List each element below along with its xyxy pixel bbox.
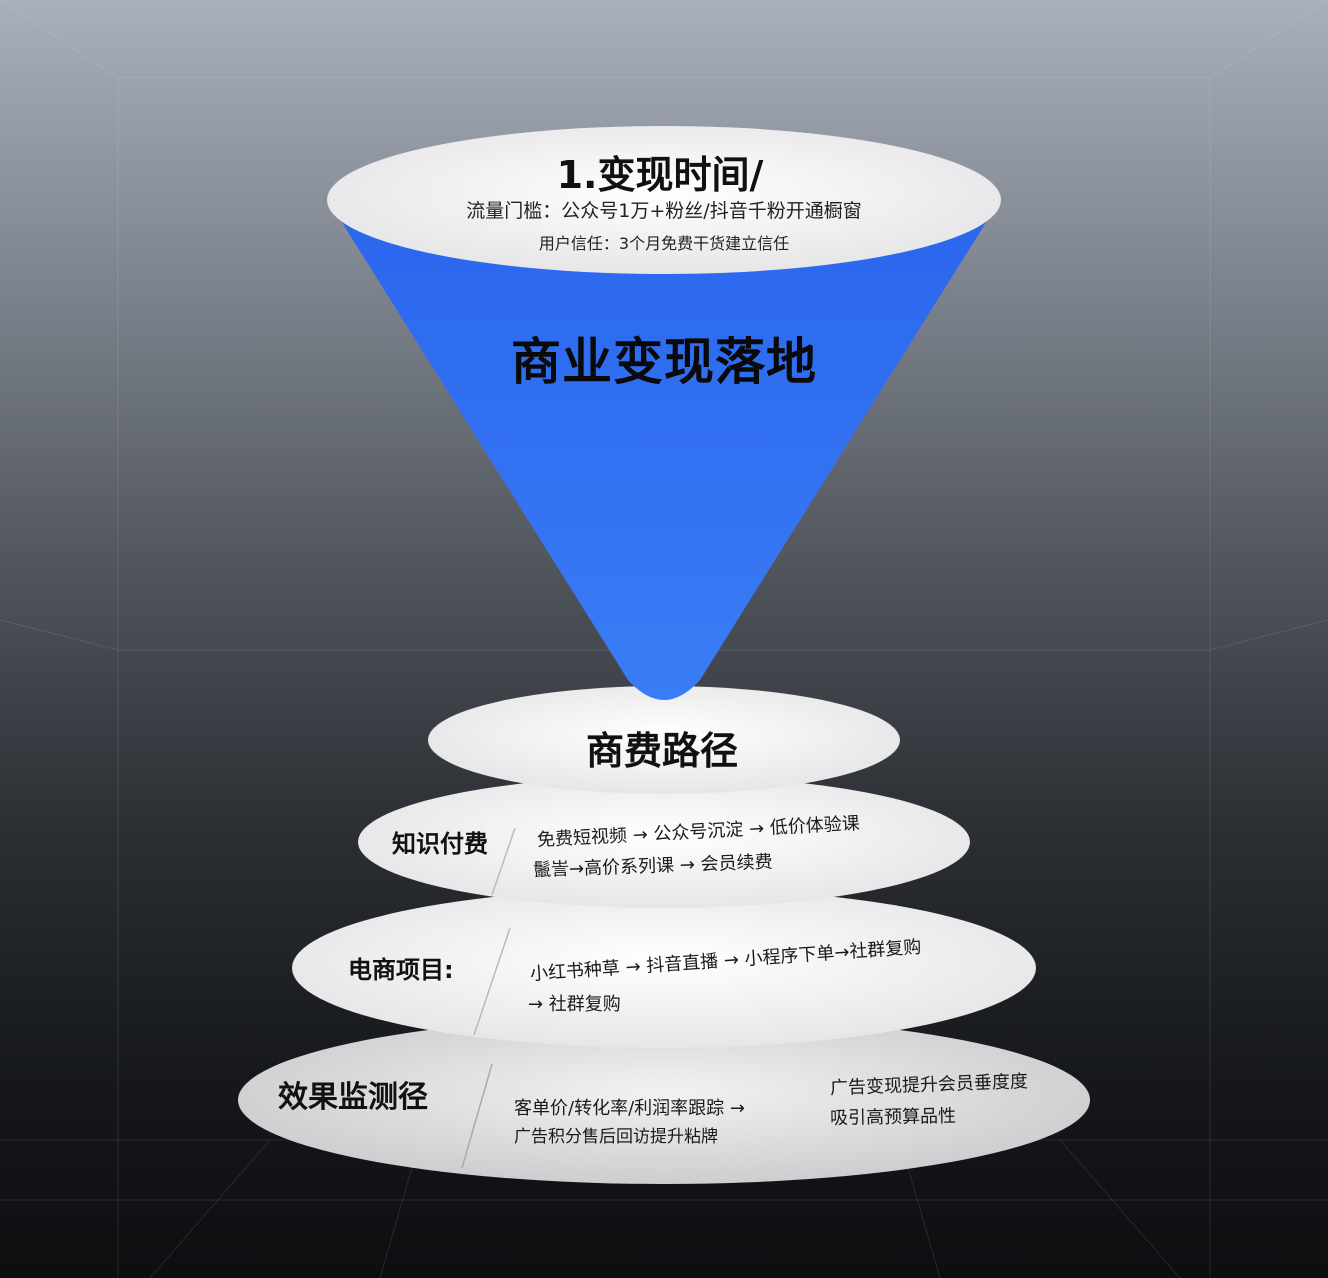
layer-2-line-2: → 社群复购 [528,994,621,1015]
layer-3-category: 效果监测径 [278,1080,428,1115]
top-title: 1.变现时间/ [556,153,764,197]
layer-3-line-1: 客单价/转化率/利润率跟踪 → [514,1098,745,1119]
layer-disc-1 [358,776,970,908]
funnel-top-disc [327,126,1001,274]
funnel-cone [328,200,1000,700]
top-line-1: 流量门槛：公众号1万+粉丝/抖音千粉开通橱窗 [466,200,862,222]
layer-2-category: 电商项目: [348,956,454,984]
layer-3-right-2: 吸引高预算品性 [829,1105,957,1129]
layer-1-divider [491,827,516,896]
layer-1-category: 知识付费 [392,830,488,858]
path-disc [428,686,900,794]
layer-3-divider [461,1063,493,1169]
top-line-2: 用户信任：3个月免费干货建立信任 [538,234,790,253]
layer-disc-2 [292,888,1036,1048]
funnel-label: 商业变现落地 [511,333,817,391]
layer-disc-3 [238,1016,1090,1184]
path-title: 商费路径 [585,729,739,773]
layer-2-divider [473,927,511,1036]
layer-3-line-2: 广告积分售后回访提升粘牌 [514,1127,718,1147]
